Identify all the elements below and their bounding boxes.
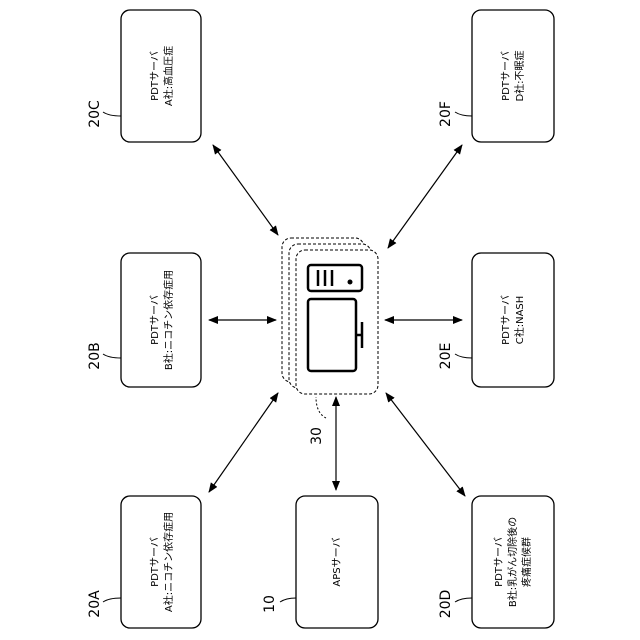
arrow-20d xyxy=(386,393,465,496)
pdt-server-20b-title: PDTサーバ xyxy=(149,295,161,345)
pdt-server-20e-reference: 20E xyxy=(438,343,454,370)
pdt-server-20e-title: PDTサーバ xyxy=(500,295,512,345)
pdt-server-20b: PDTサーバ B社:ニコチン依存症用 20B xyxy=(87,253,201,387)
server-cluster-reference: 30 xyxy=(309,427,325,445)
pdt-server-20f-description: D社:不眠症 xyxy=(513,50,526,101)
pdt-server-20d-description-cont: 疼痛症候群 xyxy=(520,537,533,587)
server-cluster: 30 xyxy=(282,238,378,445)
pdt-server-20c-title: PDTサーバ xyxy=(149,51,161,101)
pdt-server-20b-description: B社:ニコチン依存症用 xyxy=(162,270,175,370)
pdt-server-20f: PDTサーバ D社:不眠症 20F xyxy=(438,10,554,142)
arrow-20a xyxy=(209,393,278,492)
pdt-server-20a-reference: 20A xyxy=(87,590,103,618)
aps-server-title: APSサーバ xyxy=(331,537,343,586)
pdt-server-20d: PDTサーバ B社:乳がん切除後の 疼痛症候群 20D xyxy=(438,496,554,628)
pdt-server-20d-title: PDTサーバ xyxy=(493,537,505,587)
pdt-server-20b-reference: 20B xyxy=(87,342,103,369)
aps-server-reference: 10 xyxy=(262,595,278,613)
pdt-server-20f-reference: 20F xyxy=(438,101,454,127)
pdt-server-20d-reference: 20D xyxy=(438,590,454,619)
pdt-server-20f-title: PDTサーバ xyxy=(500,51,512,101)
pdt-server-20c-reference: 20C xyxy=(87,100,103,128)
pdt-server-20a-title: PDTサーバ xyxy=(149,537,161,587)
pdt-server-20d-description: B社:乳がん切除後の xyxy=(506,517,519,607)
pdt-server-20c: PDTサーバ A社:高血圧症 20C xyxy=(87,10,201,142)
pdt-server-20c-description: A社:高血圧症 xyxy=(162,46,175,106)
arrow-20c xyxy=(213,145,278,235)
arrow-20f xyxy=(388,145,462,248)
pdt-server-20a: PDTサーバ A社:ニコチン依存症用 20A xyxy=(87,496,201,628)
pdt-server-20e-description: C社:NASH xyxy=(513,296,526,345)
aps-server: APSサーバ 10 xyxy=(262,496,378,628)
pdt-server-20a-description: A社:ニコチン依存症用 xyxy=(162,512,175,612)
server-cluster-leader-line xyxy=(316,397,326,418)
